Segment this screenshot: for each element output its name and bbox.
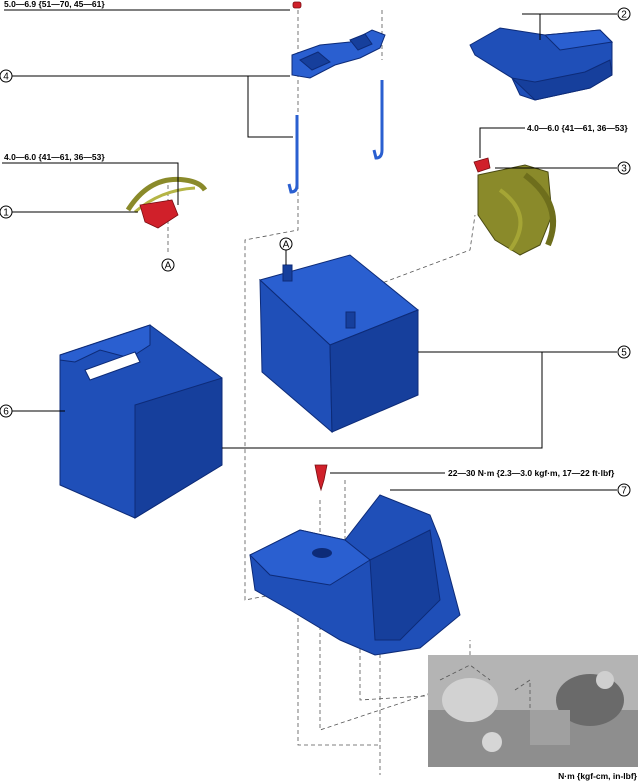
svg-text:7: 7 — [621, 486, 627, 497]
callout-6: 6 — [0, 404, 13, 418]
callout-4: 4 — [0, 69, 13, 83]
callout-1: 1 — [0, 205, 13, 219]
svg-text:6: 6 — [3, 407, 9, 418]
callout-3: 3 — [617, 161, 631, 175]
negative-terminal-clamp-icon — [139, 199, 179, 229]
terminal-cover — [469, 27, 614, 101]
battery-terminal-positive — [345, 311, 356, 329]
torque-hold-down-bolt: 5.0—6.9 {51—70, 45—61} — [4, 0, 105, 9]
mounting-location-inset — [428, 655, 638, 767]
battery-terminal-negative — [282, 264, 293, 282]
torque-negative-terminal: 4.0—6.0 {41—61, 36—53} — [4, 152, 105, 162]
battery — [259, 254, 419, 434]
hold-down-hooks — [287, 80, 384, 194]
hold-down-bolt-icon — [292, 1, 302, 9]
reference-mark-a-cable: A — [161, 258, 175, 272]
battery-box-handle-opening — [84, 351, 141, 381]
battery-box — [59, 324, 223, 519]
negative-battery-cable — [125, 176, 208, 229]
positive-terminal-clamp-icon — [473, 157, 491, 173]
units-note: N·m {kgf-cm, in-lbf} — [558, 771, 638, 781]
hold-down-bracket — [291, 1, 386, 79]
svg-text:A: A — [165, 261, 172, 272]
svg-text:2: 2 — [621, 10, 627, 21]
callout-7: 7 — [617, 483, 631, 497]
reference-mark-a-battery: A — [279, 237, 293, 265]
callout-2: 2 — [617, 7, 631, 21]
svg-text:A: A — [283, 240, 290, 251]
positive-battery-cable — [473, 157, 557, 256]
tray-bolt-hole — [312, 548, 332, 558]
leader-lines — [2, 9, 617, 491]
battery-tray — [249, 464, 461, 656]
torque-tray-bolt: 22—30 N·m {2.3—3.0 kgf·m, 17—22 ft·lbf} — [448, 468, 615, 478]
torque-positive-terminal: 4.0—6.0 {41—61, 36—53} — [527, 123, 628, 133]
tray-bolt-icon — [314, 464, 328, 492]
callout-5: 5 — [617, 345, 631, 359]
svg-text:4: 4 — [3, 72, 9, 83]
svg-text:1: 1 — [3, 208, 9, 219]
svg-text:3: 3 — [621, 164, 627, 175]
svg-text:5: 5 — [621, 348, 627, 359]
